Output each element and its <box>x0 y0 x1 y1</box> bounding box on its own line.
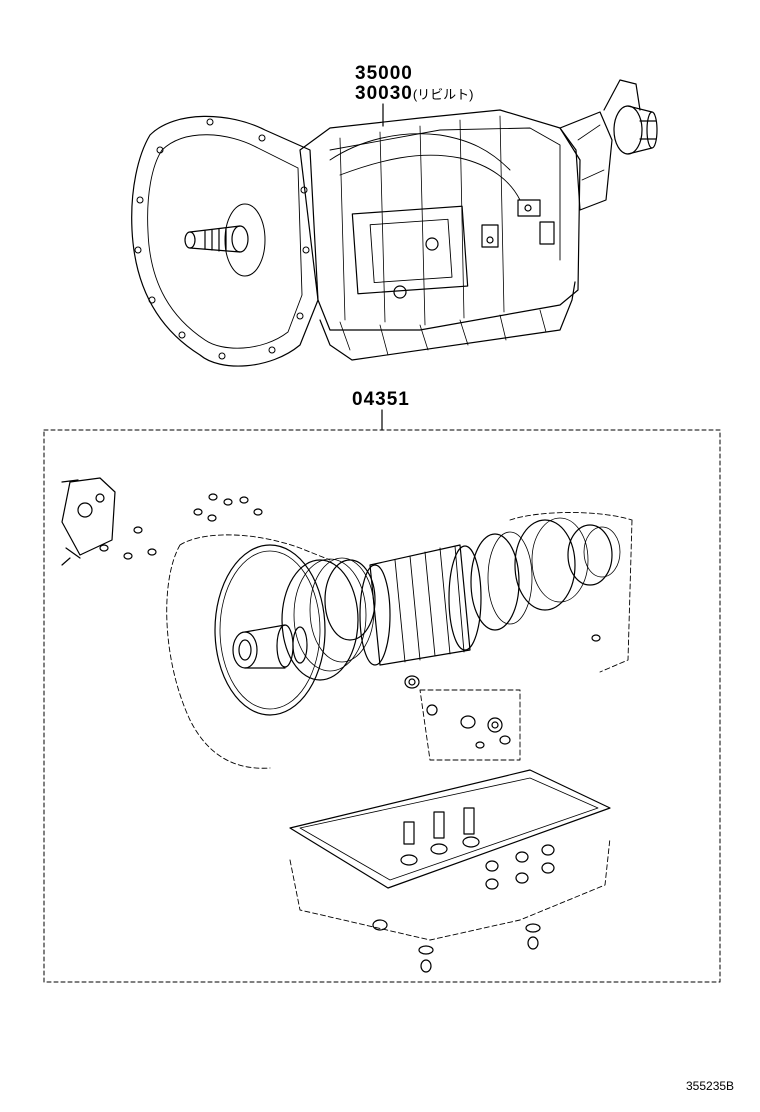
diagram-code: 355235B <box>686 1079 735 1093</box>
transmission-assembly <box>131 79 658 367</box>
pan-seal-rings <box>372 844 555 931</box>
rear-seal-rings <box>470 517 621 631</box>
part-number-30030-note: (リビルト) <box>412 87 474 102</box>
input-shaft <box>184 203 266 277</box>
wiring-harness <box>329 133 521 201</box>
oil-pan-phantom <box>289 837 611 941</box>
housing-phantom-outline <box>166 512 633 769</box>
overhaul-kit-frame <box>43 429 721 983</box>
oil-pan <box>319 281 576 361</box>
part-number-30030-text: 30030 <box>355 83 413 104</box>
sensors <box>481 199 555 248</box>
pump-body <box>61 477 116 556</box>
drain-plug-gaskets <box>418 923 541 973</box>
part-number-35000-text: 35000 <box>355 63 413 84</box>
front-pump-seal-disk <box>214 544 326 716</box>
valve-body <box>351 205 469 299</box>
overhaul-kit-parts <box>61 477 633 973</box>
seal-rings-middle <box>404 634 601 749</box>
flange-bolts <box>134 118 310 360</box>
output-flange <box>603 79 658 155</box>
bell-housing <box>131 115 319 367</box>
part-number-04351-text: 04351 <box>352 389 410 410</box>
part-number-04351: 04351 <box>352 390 410 409</box>
part-number-35000: 35000 <box>355 64 413 83</box>
clutch-pack <box>359 544 482 666</box>
filter-pins <box>400 807 480 866</box>
part-number-30030: 30030(リビルト) <box>355 84 474 103</box>
oil-pan-gasket <box>289 769 611 889</box>
front-oil-seal <box>232 624 308 669</box>
extension-housing <box>559 111 613 211</box>
clutch-ring-group <box>281 557 376 681</box>
transmission-case <box>299 109 581 331</box>
seal-rings-upper <box>99 493 263 560</box>
